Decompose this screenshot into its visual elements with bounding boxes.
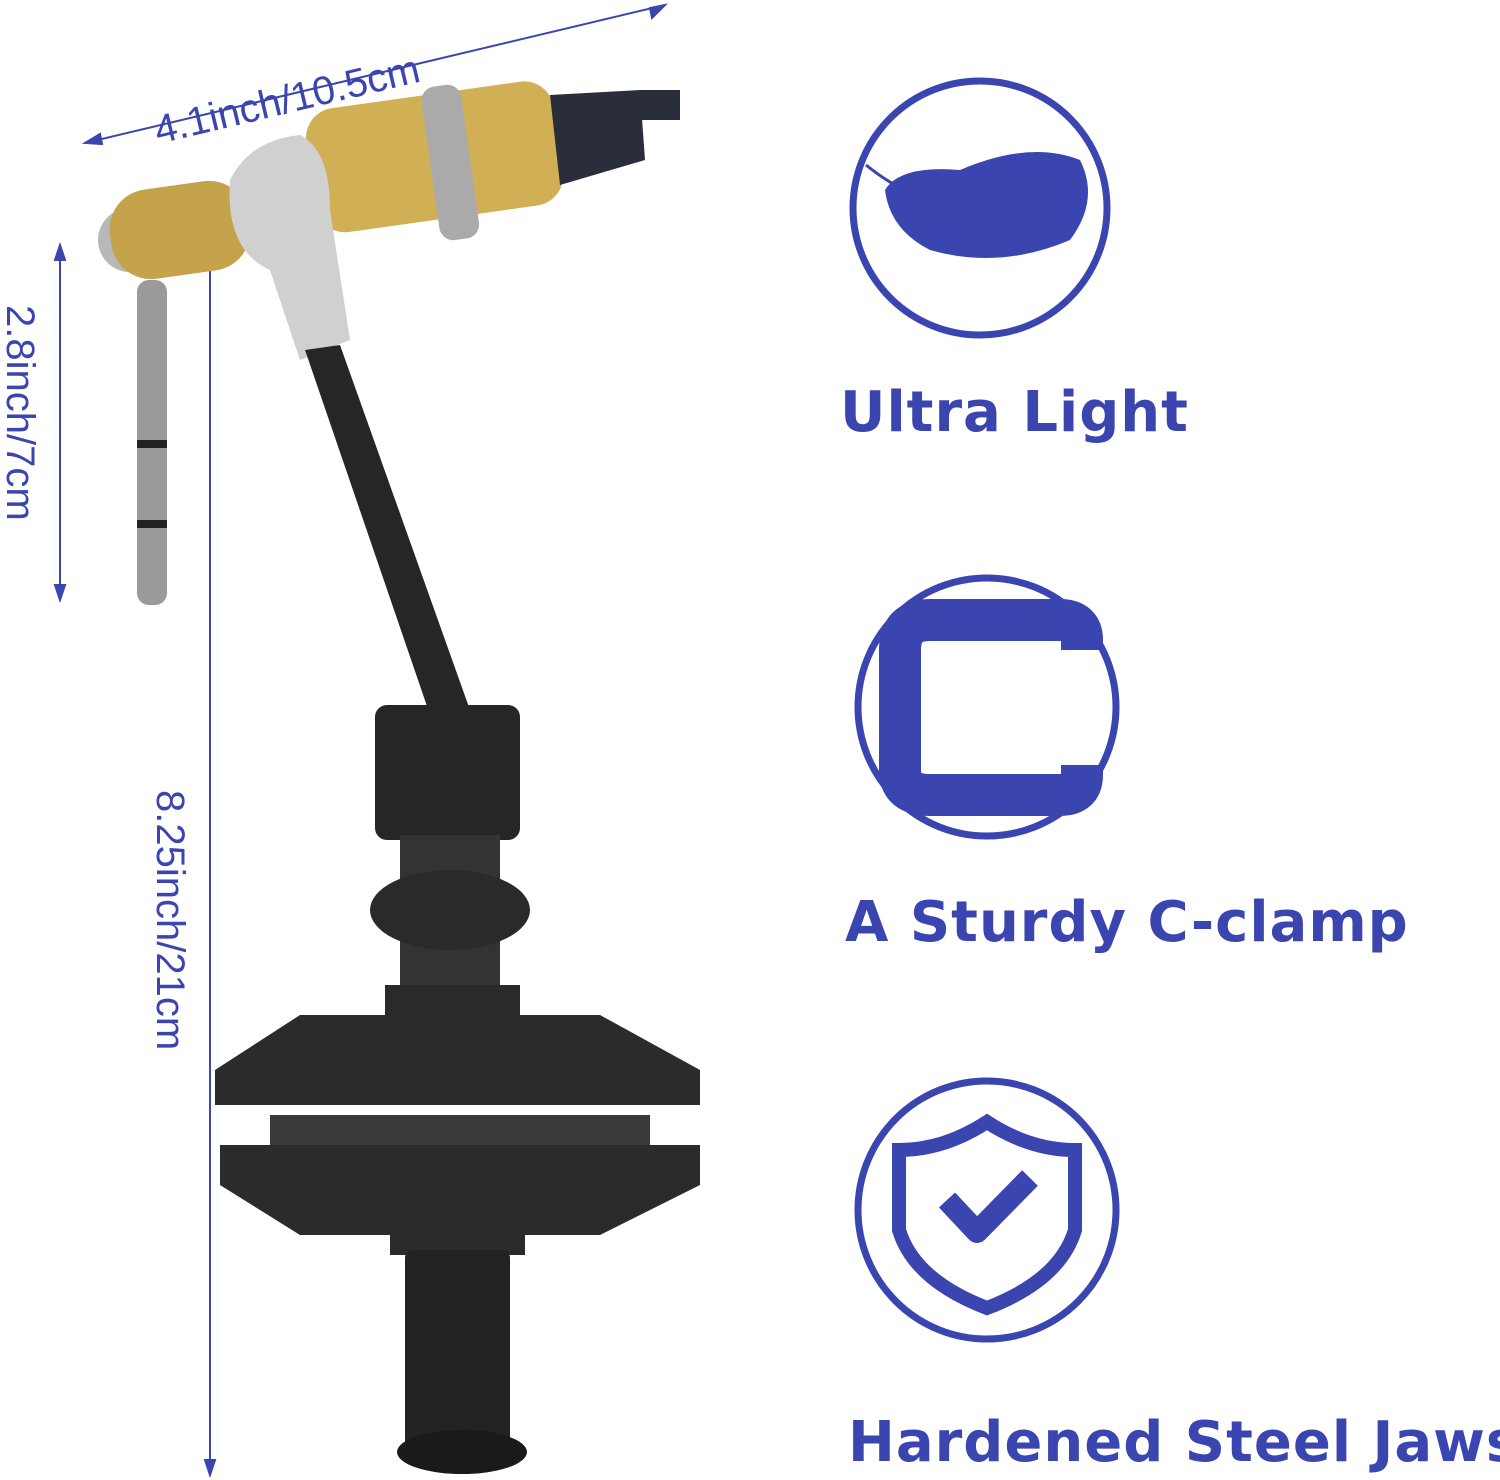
total-height-dimension-label: 8.25inch/21cm bbox=[148, 790, 192, 1051]
clamp-top bbox=[215, 1015, 700, 1105]
feature-steel-jaws: Hardened Steel Jaws bbox=[848, 1410, 1500, 1475]
stem bbox=[305, 345, 470, 715]
fly-tying-vise-image bbox=[98, 81, 700, 1474]
jaw-collet bbox=[550, 90, 645, 185]
gold-arm bbox=[109, 180, 251, 280]
feature-ultra-light: Ultra Light bbox=[840, 380, 1189, 445]
shield-check-icon bbox=[854, 1077, 1120, 1343]
c-clamp-icon bbox=[854, 574, 1120, 840]
feature-c-clamp: A Sturdy C-clamp bbox=[845, 890, 1409, 955]
spring bbox=[421, 84, 480, 241]
handle-height-dimension-label: 2.8inch/7cm bbox=[0, 305, 42, 521]
clamp-bottom bbox=[220, 1145, 700, 1235]
feather-icon bbox=[849, 77, 1111, 339]
silver-joint bbox=[229, 135, 350, 360]
